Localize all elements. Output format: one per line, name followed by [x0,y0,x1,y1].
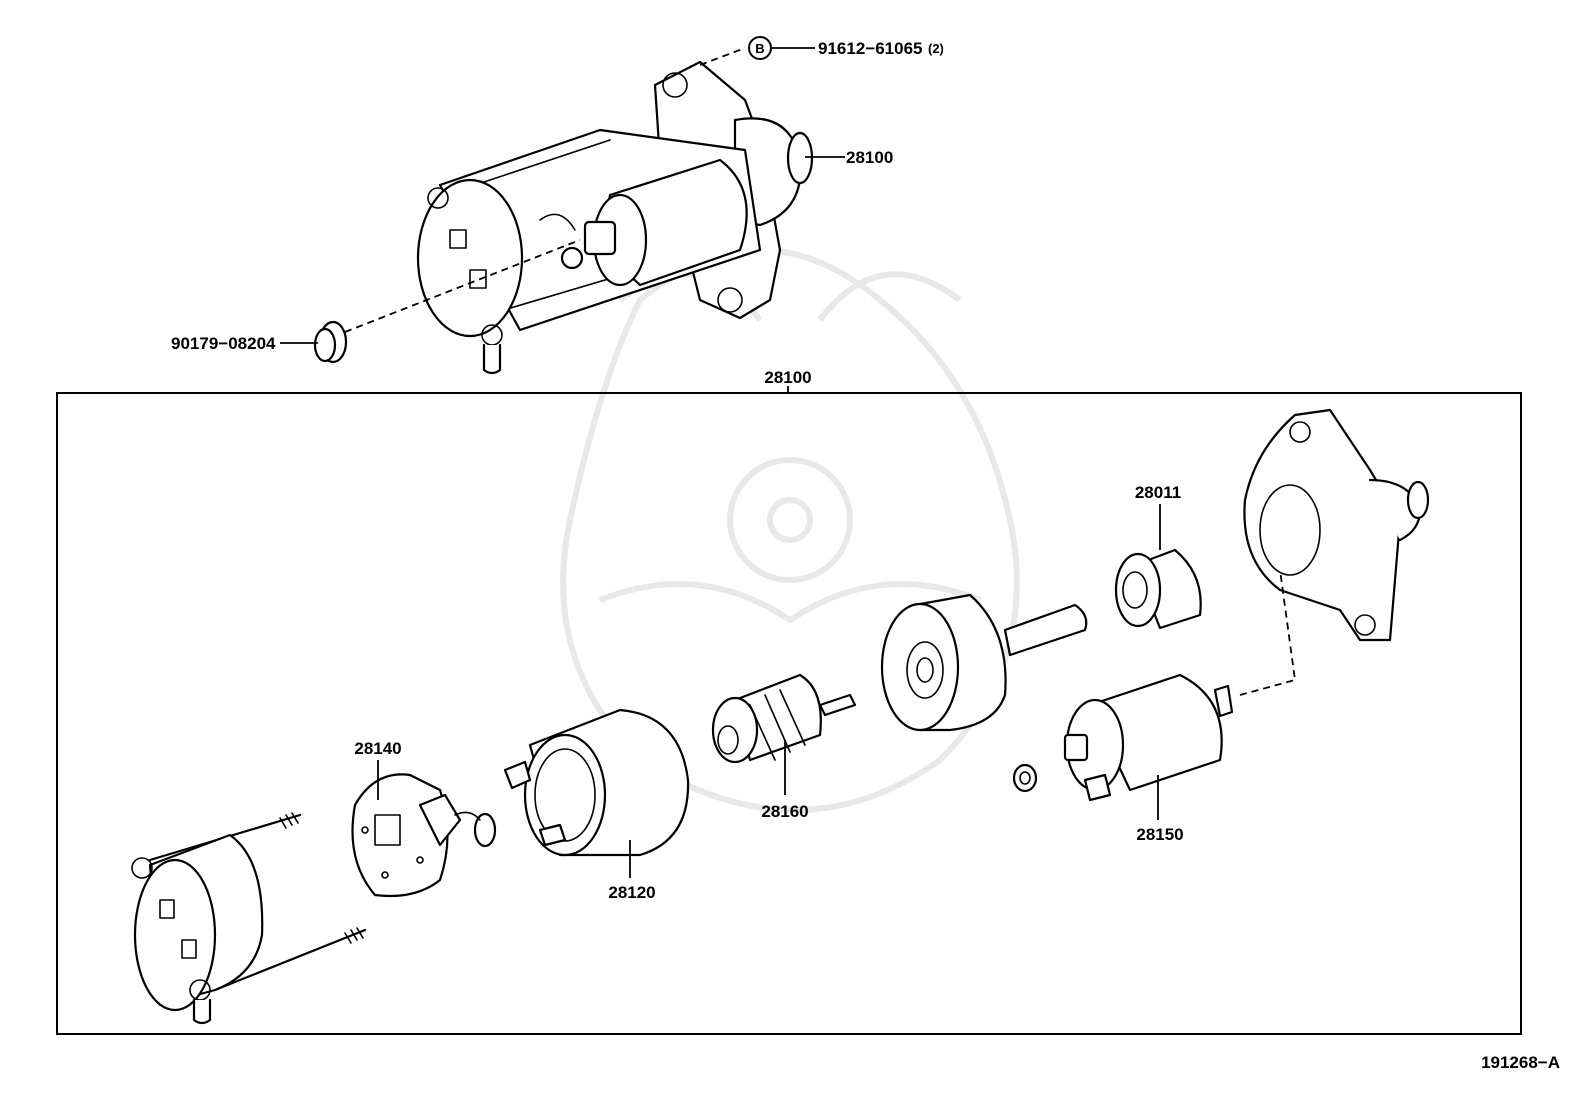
drive-housing-illustration [880,593,1088,732]
label-diagram-id: 191268−A [1481,1053,1560,1072]
nut-part-illustration [313,320,348,364]
label-drive-clutch: 28011 [1135,483,1181,502]
brush-holder-illustration [351,773,497,898]
label-brush-holder: 28140 [354,739,401,758]
nut-dash-line [344,239,581,333]
label-yoke: 28120 [608,883,655,902]
label-bracket-nut: 90179−08204 [171,334,276,353]
solenoid-illustration [1063,673,1234,802]
label-armature: 28160 [761,802,808,821]
label-starter-assembly: 28100 [846,148,893,167]
starter-assembly-illustration [416,60,814,375]
bolt-dash-line [699,47,746,66]
label-solenoid: 28150 [1136,825,1183,844]
drive-clutch-illustration [1114,548,1202,630]
group-box [56,392,1522,1035]
drive-end-housing-illustration [1243,408,1430,642]
bolt-marker: B [748,36,772,60]
svg-text:B: B [755,41,764,56]
label-bolt: 91612−61065 [818,39,922,58]
end-frame-illustration [131,812,367,1025]
small-nut-illustration [1012,763,1038,793]
yoke-illustration [503,708,690,857]
label-bolt-qty: (2) [928,41,944,56]
armature-illustration [711,673,857,764]
label-group-box: 28100 [764,368,811,387]
